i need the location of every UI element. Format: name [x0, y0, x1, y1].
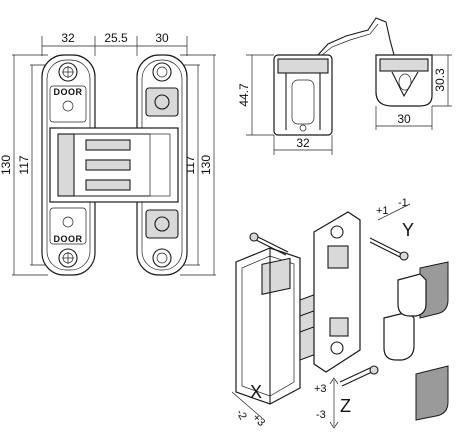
- front-top-dimensions: 32 25.5 30: [41, 31, 188, 56]
- axis-y-label: Y: [402, 220, 414, 240]
- dim-top-gap: 25.5: [104, 31, 128, 45]
- adjustment-axes: Y +1 -1 X -2 +3 Z +3 -3: [231, 197, 414, 429]
- dim-side-width: 32: [296, 136, 310, 150]
- dim-top-left: 32: [61, 31, 75, 45]
- axis-y-minus: -1: [398, 197, 408, 209]
- axis-x-plus: +3: [250, 412, 267, 429]
- axis-z-label: Z: [340, 396, 351, 416]
- dim-left-inner: 117: [17, 155, 31, 174]
- axis-x-label: X: [250, 382, 262, 402]
- side-dimensions: 44.7 32 30.3 30: [237, 54, 452, 155]
- hinge-bridge: [49, 127, 179, 203]
- side-view: 44.7 32 30.3 30: [237, 17, 452, 155]
- dim-right-total: 130: [199, 155, 213, 175]
- screws: [249, 232, 409, 387]
- axis-z-minus: -3: [316, 409, 326, 421]
- axis-x-minus: -2: [233, 408, 248, 422]
- side-left-block: [273, 54, 333, 136]
- dim-side-right-width: 30: [397, 112, 411, 126]
- dim-top-right: 30: [155, 31, 169, 45]
- hinge-arm: [317, 17, 395, 56]
- brand-label-bottom: DOOR: [54, 234, 83, 244]
- dim-left-total: 130: [0, 155, 13, 175]
- plate-3d-right: [313, 211, 361, 373]
- axis-y-plus: +1: [376, 205, 389, 217]
- exploded-view: Y +1 -1 X -2 +3 Z +3 -3: [231, 197, 449, 429]
- brand-label-top: DOOR: [54, 87, 83, 97]
- axis-z-plus: +3: [314, 383, 327, 395]
- front-left-dimensions: 130 117: [0, 54, 48, 276]
- dim-side-height: 44.7: [237, 83, 251, 107]
- side-right-block: [375, 54, 433, 107]
- front-view: 32 25.5 30 130 117 117 130: [0, 31, 216, 276]
- dim-side-right-height: 30.3: [433, 68, 447, 92]
- cover-caps: [383, 261, 449, 421]
